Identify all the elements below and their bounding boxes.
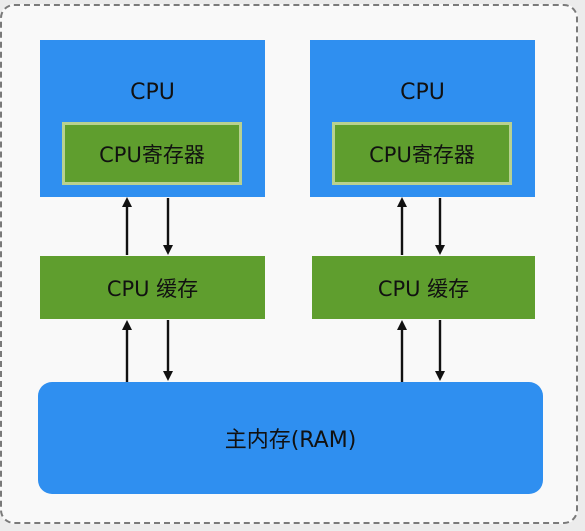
cpu-cache-right: CPU 缓存 xyxy=(312,256,535,319)
cpu-label-left: CPU xyxy=(130,80,175,105)
cpu-register-right: CPU寄存器 xyxy=(332,122,512,185)
cpu-box-right: CPU CPU寄存器 xyxy=(310,40,535,197)
cpu-label-right: CPU xyxy=(400,80,445,105)
main-memory-ram: 主内存(RAM) xyxy=(38,382,543,494)
cpu-box-left: CPU CPU寄存器 xyxy=(40,40,265,197)
cpu-register-left: CPU寄存器 xyxy=(62,122,242,185)
cpu-cache-left: CPU 缓存 xyxy=(40,256,265,319)
